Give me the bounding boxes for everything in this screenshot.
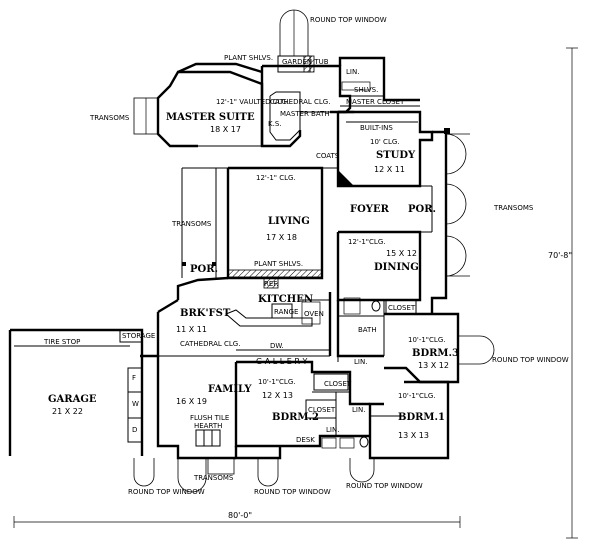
label-study-dim: 12 X 11	[374, 165, 405, 174]
label-dining-clg: 12'-1"CLG.	[348, 238, 385, 246]
label-gallery: G A L L E R Y	[256, 357, 307, 366]
label-linen-desk: LIN.	[326, 426, 339, 434]
label-ks: K.S.	[268, 120, 281, 128]
label-dining: DINING	[374, 262, 419, 273]
label-storage: STORAGE	[122, 332, 155, 340]
label-dim-bottom: 80'-0"	[228, 511, 252, 520]
label-study-clg: 10' CLG.	[370, 138, 400, 146]
label-closet-b: CLOSET	[308, 406, 336, 414]
plan-windows	[133, 9, 495, 493]
label-bdrm3: BDRM.3	[412, 348, 459, 359]
label-round-top-window-right: ROUND TOP WINDOW	[492, 356, 569, 364]
label-garage: GARAGE	[48, 394, 97, 405]
label-bdrm1-dim: 13 X 13	[398, 431, 429, 440]
label-bath: BATH	[358, 326, 377, 334]
label-bdrm1-clg: 10'-1"CLG.	[398, 392, 435, 400]
label-study: STUDY	[376, 150, 416, 161]
label-brkfst-dim: 11 X 11	[176, 325, 207, 334]
label-garage-dim: 21 X 22	[52, 407, 83, 416]
label-dining-dim: 15 X 12	[386, 249, 417, 258]
label-transoms-mid: TRANSOMS	[171, 220, 212, 228]
label-oven: OVEN	[304, 310, 324, 318]
label-master-closet: MASTER CLOSET	[346, 98, 405, 106]
label-ref: REF.	[264, 280, 278, 288]
label-plant-shelves-top: PLANT SHLVS.	[224, 54, 273, 62]
label-por-front: POR.	[408, 204, 436, 215]
label-round-top-window-bl: ROUND TOP WINDOW	[128, 488, 205, 496]
label-closet-a: CLOSET	[324, 380, 352, 388]
label-range: RANGE	[274, 308, 298, 316]
label-family: FAMILY	[208, 384, 252, 395]
label-bdrm3-dim: 13 X 12	[418, 361, 449, 370]
label-round-top-window-top: ROUND TOP WINDOW	[310, 16, 387, 24]
label-closet-bath: CLOSET	[388, 304, 416, 312]
label-plant-shelves-mid: PLANT SHLVS.	[254, 260, 303, 268]
label-bdrm2: BDRM.2	[272, 412, 319, 423]
label-bdrm2-clg: 10'-1"CLG.	[258, 378, 295, 386]
label-w: W	[132, 400, 139, 408]
label-f: F	[132, 374, 136, 382]
label-por-side: POR.	[190, 264, 218, 275]
label-hearth: HEARTH	[194, 422, 222, 430]
label-master-suite-dim: 18 X 17	[210, 125, 241, 134]
label-linen-bed: LIN.	[352, 406, 365, 414]
label-cathedral-clg-family: CATHEDRAL CLG.	[180, 340, 240, 348]
label-built-ins: BUILT-INS	[360, 124, 393, 132]
label-shelves-top: SHLVS.	[354, 86, 378, 94]
plan-walls	[8, 55, 460, 460]
label-transoms-right: TRANSOMS	[493, 204, 534, 212]
label-transoms-left: TRANSOMS	[89, 114, 130, 122]
label-master-suite: MASTER SUITE	[166, 112, 255, 123]
label-master-suite-clg: 12'-1" VAULTED CLG.	[216, 98, 289, 106]
label-round-top-window-br: ROUND TOP WINDOW	[346, 482, 423, 490]
label-garden-tub: GARDEN TUB	[282, 58, 329, 66]
plan-labels: ROUND TOP WINDOW PLANT SHLVS. GARDEN TUB…	[43, 16, 572, 520]
label-living-dim: 17 X 18	[266, 233, 297, 242]
label-family-dim: 16 X 19	[176, 397, 207, 406]
label-brkfst: BRK'FST	[180, 308, 231, 319]
plan-dimensions	[13, 47, 578, 539]
label-flush-tile: FLUSH TILE	[190, 414, 229, 422]
label-kitchen: KITCHEN	[258, 294, 313, 305]
label-desk: DESK	[296, 436, 315, 444]
label-living-clg: 12'-1" CLG.	[256, 174, 296, 182]
label-linen-gallery: LIN.	[354, 358, 367, 366]
label-round-top-window-bm: ROUND TOP WINDOW	[254, 488, 331, 496]
label-d: D	[132, 426, 137, 434]
label-bdrm2-dim: 12 X 13	[262, 391, 293, 400]
label-master-bath: MASTER BATH	[280, 110, 330, 118]
label-dw: DW.	[270, 342, 284, 350]
label-cathedral-clg-bath: CATHEDRAL CLG.	[270, 98, 330, 106]
label-coats: COATS	[316, 152, 340, 160]
label-linen-top: LIN.	[346, 68, 359, 76]
label-dim-right: 70'-8"	[548, 251, 572, 260]
label-bdrm3-clg: 10'-1"CLG.	[408, 336, 445, 344]
label-transoms-bottom: TRANSOMS	[193, 474, 234, 482]
label-bdrm1: BDRM.1	[398, 412, 445, 423]
label-foyer: FOYER	[350, 204, 390, 215]
label-tire-stop: TIRE STOP	[43, 338, 80, 346]
label-living: LIVING	[268, 216, 310, 227]
